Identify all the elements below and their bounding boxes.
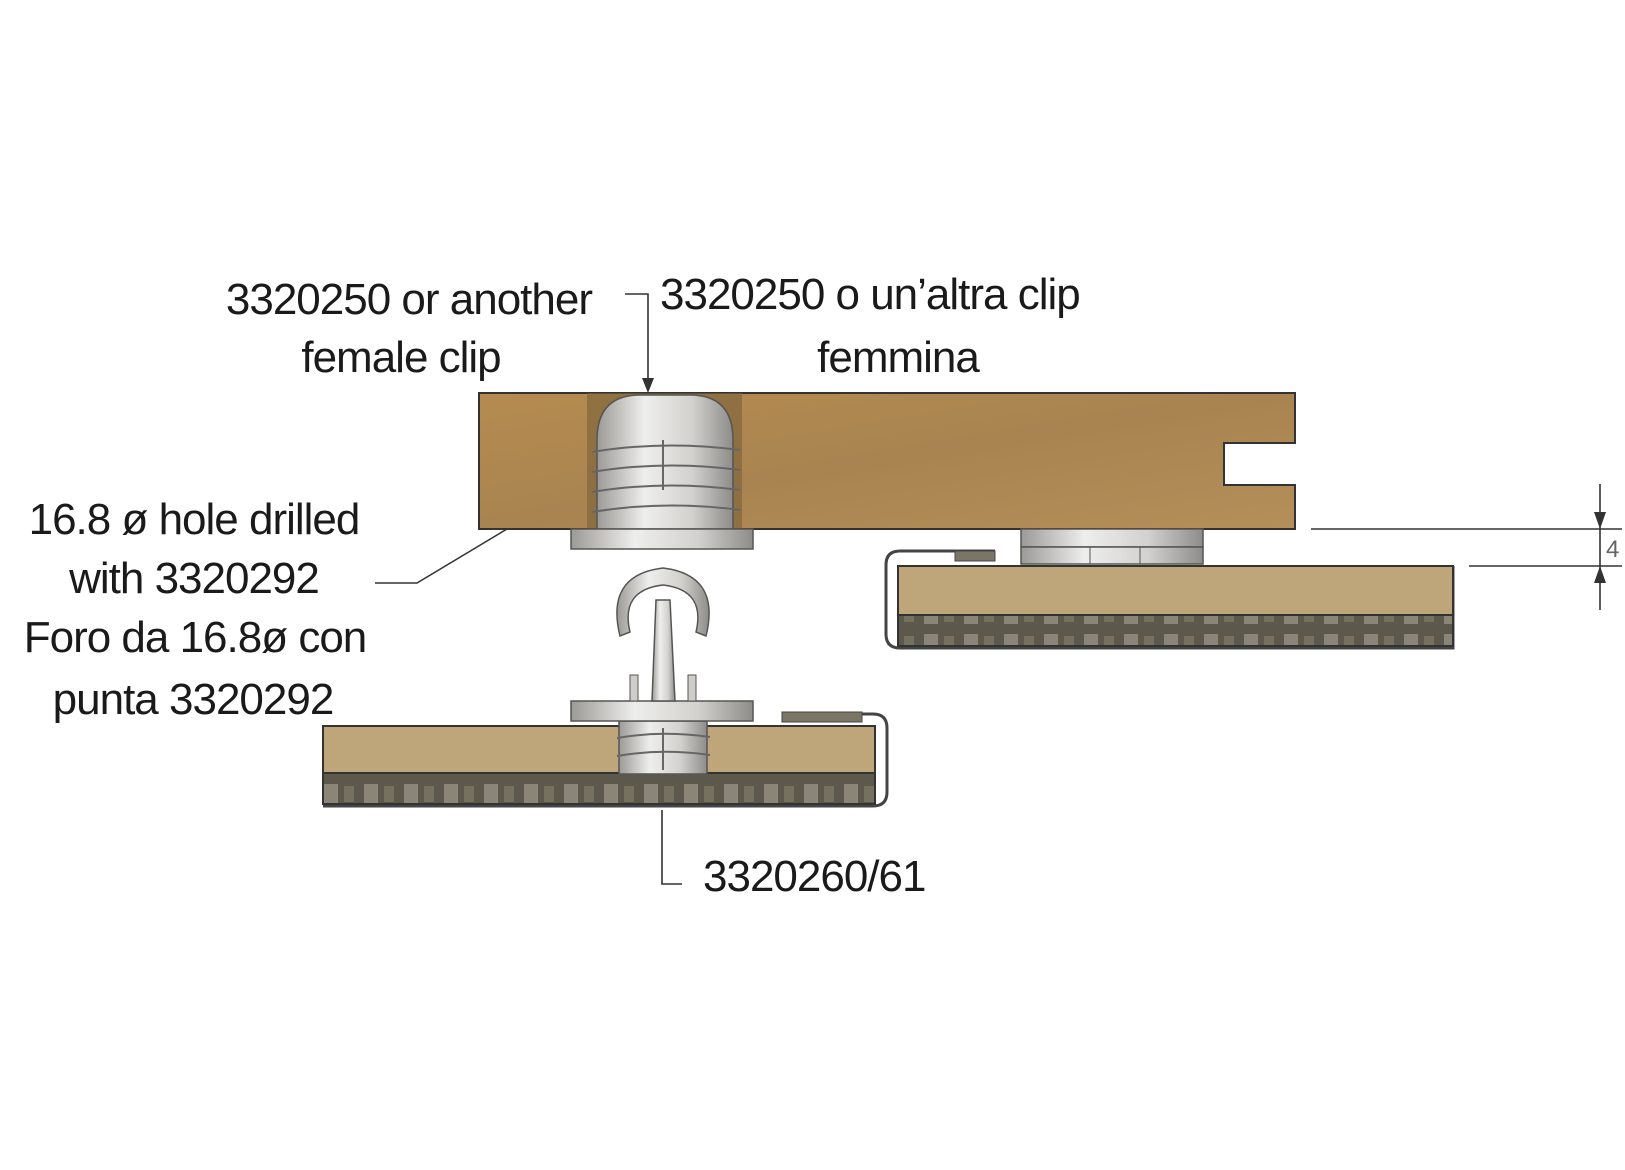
right-clip-flange bbox=[1020, 528, 1204, 565]
female-clip bbox=[570, 394, 754, 550]
female-clip-label-en-2: female clip bbox=[301, 333, 500, 382]
female-clip-label-it-2: femmina bbox=[817, 333, 980, 382]
male-clip-label: 3320260/61 bbox=[703, 852, 925, 901]
female-clip-label-it-1: 3320250 o un’altra clip bbox=[660, 270, 1080, 319]
arrow-down-icon bbox=[642, 378, 654, 393]
right-panel bbox=[884, 549, 1455, 650]
gap-dimension: 4 bbox=[1311, 484, 1622, 610]
dimension-arrow-icon bbox=[1594, 512, 1606, 529]
leader-female-clip bbox=[625, 293, 654, 393]
hole-label-it-2: punta 3320292 bbox=[53, 675, 334, 724]
leader-hole bbox=[375, 528, 508, 584]
hole-label-en-2: with 3320292 bbox=[68, 554, 319, 603]
dimension-arrow-icon bbox=[1594, 566, 1606, 583]
leader-male-clip bbox=[661, 810, 682, 885]
hole-label-it-1: Foro da 16.8ø con bbox=[24, 613, 367, 662]
male-clip bbox=[570, 567, 754, 775]
lower-panel bbox=[322, 711, 889, 808]
dimension-value: 4 bbox=[1606, 536, 1619, 563]
hole-label-en-1: 16.8 ø hole drilled bbox=[29, 495, 360, 544]
female-clip-label-en-1: 3320250 or another bbox=[226, 275, 592, 324]
